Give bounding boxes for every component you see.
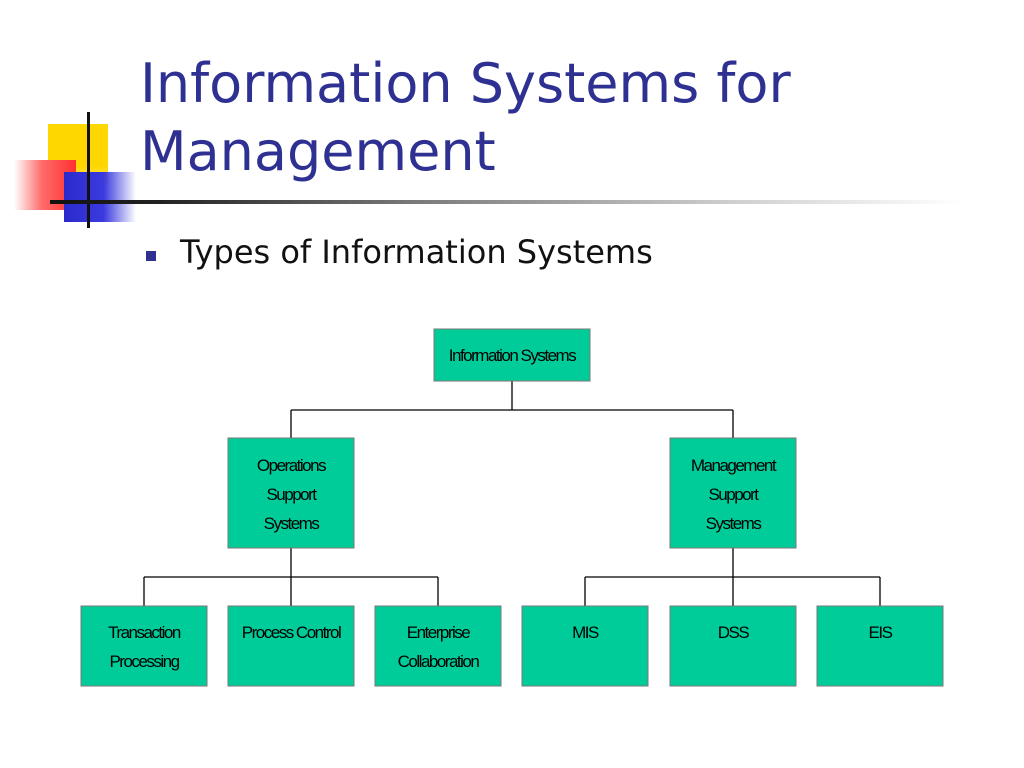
decorative-vertical-line [87,112,90,228]
bullet-square-icon [146,251,156,261]
decorative-blue-square [64,172,136,222]
node-transaction-processing: Transaction Processing [80,605,208,687]
node-pcs-label: Process Control [242,623,341,642]
slide-title-line-2: Management [140,120,496,183]
node-mis-label: MIS [572,623,599,642]
bullet-text: Types of Information Systems [180,233,653,271]
node-management-support-systems: Management Support Systems [669,437,797,549]
node-oss-label-line-1: Operations [257,456,326,475]
node-ecs-label-line-1: Enterprise [407,623,471,642]
node-dss-label: DSS [718,623,750,642]
node-eis-label: EIS [869,623,893,642]
title-underline [50,200,962,204]
node-eis: EIS [816,605,944,687]
node-mss-label-line-3: Systems [706,514,762,533]
slide-title-line-1: Information Systems for [140,52,791,115]
node-information-systems: Information Systems [433,328,591,382]
node-oss-label-line-2: Support [266,485,317,504]
node-oss-label-line-3: Systems [264,514,320,533]
node-mss-label-line-2: Support [708,485,759,504]
node-enterprise-collaboration: Enterprise Collaboration [374,605,502,687]
node-tps-label-line-2: Processing [109,652,179,671]
node-ecs-label-line-2: Collaboration [398,652,480,671]
node-process-control: Process Control [227,605,355,687]
node-dss: DSS [669,605,797,687]
node-information-systems-label: Information Systems [449,346,576,365]
slide-title: Information Systems for Management [140,50,791,186]
node-mss-label-line-1: Management [691,456,777,475]
node-tps-label-line-1: Transaction [108,623,181,642]
node-mis: MIS [521,605,649,687]
node-operations-support-systems: Operations Support Systems [227,437,355,549]
connectors [143,381,881,606]
